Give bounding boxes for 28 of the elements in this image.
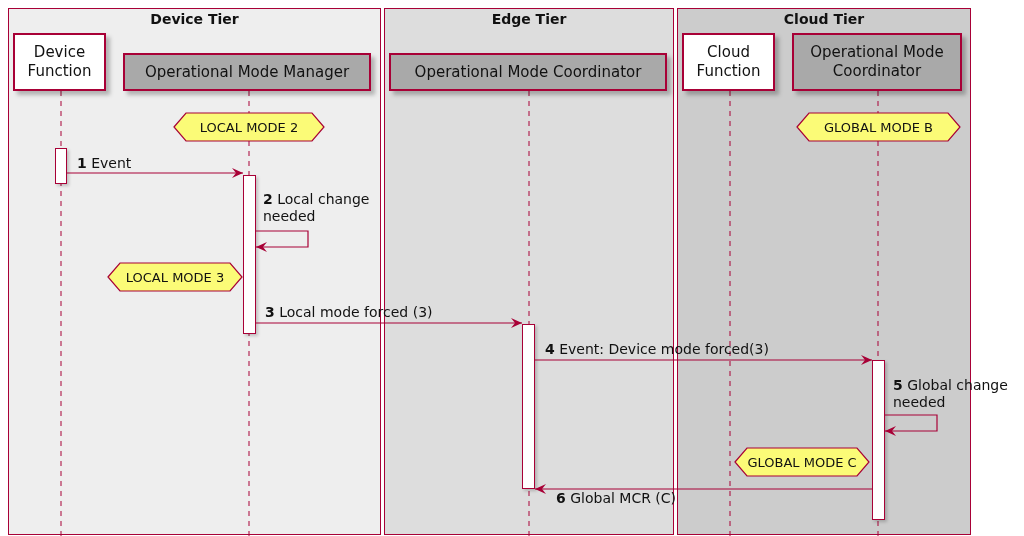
state-label: LOCAL MODE 2 [199, 119, 299, 135]
edge-label: 1 Event [77, 155, 132, 172]
tier-title: Cloud Tier [782, 11, 866, 27]
activation-bar [522, 324, 535, 489]
state-label: GLOBAL MODE B [824, 119, 933, 135]
tier-title: Device Tier [149, 11, 240, 27]
tier-title: Edge Tier [490, 11, 568, 27]
participant-box: Operational Mode Coordinator [389, 53, 667, 91]
participant-box: Device Function [13, 33, 106, 91]
state-hexagon [174, 113, 324, 141]
state-hexagon [797, 113, 960, 141]
state-label: GLOBAL MODE C [747, 454, 857, 470]
activation-bar [243, 175, 256, 334]
edge-label: 2 Local change needed [263, 191, 371, 225]
message-arrow [255, 230, 309, 252]
message-arrow [534, 484, 873, 494]
activation-bar [55, 148, 67, 184]
state-hexagon [108, 263, 242, 291]
message-arrow [255, 318, 523, 328]
participant-box: Operational Mode Coordinator [792, 33, 962, 91]
message-arrow [66, 168, 244, 178]
state-label: LOCAL MODE 3 [125, 269, 225, 285]
message-arrow [534, 355, 873, 365]
participant-box: Operational Mode Manager [123, 53, 371, 91]
activation-bar [872, 360, 885, 520]
participant-box: Cloud Function [682, 33, 775, 91]
state-hexagon [735, 448, 869, 476]
message-arrow [884, 414, 938, 436]
